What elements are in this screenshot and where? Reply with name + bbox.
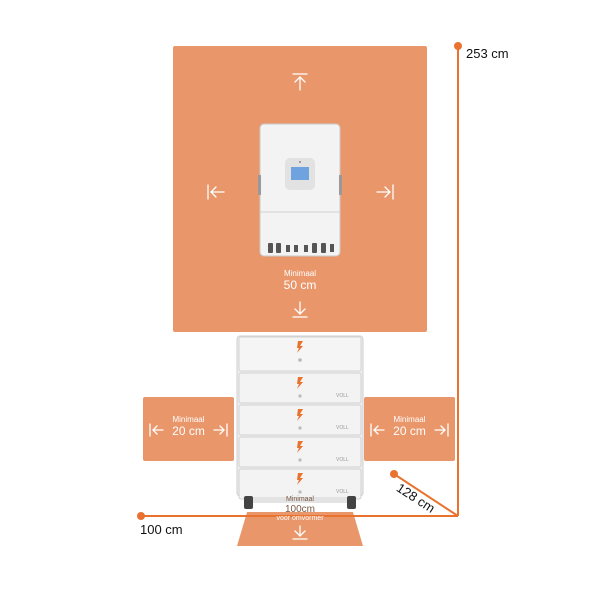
battery-brand-label: VOLL (336, 393, 349, 399)
clearance-front-label: Minimaal 100cm voor omvormer (250, 496, 350, 522)
arrow-right-to-line-icon (376, 184, 394, 200)
arrow-right-to-line-icon (434, 423, 449, 437)
battery-status-led (298, 358, 302, 362)
arrow-left-to-line-icon (149, 423, 164, 437)
arrow-up-to-line-icon (292, 73, 308, 91)
clearance-left-label-small: Minimaal (172, 415, 205, 424)
battery-stack: VOLL VOLL VOLL VOLL (236, 335, 364, 509)
clearance-front-label-value: 100cm (284, 503, 315, 515)
battery-brand-label: VOLL (336, 457, 349, 463)
lightning-bolt-icon (297, 473, 303, 485)
clearance-top-label-value: 50 cm (283, 277, 317, 292)
lightning-bolt-icon (297, 441, 303, 453)
lightning-bolt-icon (297, 341, 303, 353)
width-dimension-label: 100 cm (140, 522, 183, 537)
clearance-right-label-value: 20 cm (393, 423, 426, 438)
arrow-down-icon (292, 301, 308, 318)
clearance-top-label: Minimaal 50 cm (260, 269, 340, 292)
lightning-bolt-icon (297, 409, 303, 421)
wheel-left (244, 496, 253, 509)
battery-brand-label: VOLL (336, 489, 349, 495)
arrow-left-to-line-icon (207, 184, 225, 200)
arrow-right-to-line-icon (213, 423, 228, 437)
width-dimension-endpoint (137, 512, 145, 520)
battery-module (238, 404, 362, 436)
clearance-zone-right (364, 397, 455, 461)
battery-brand-label: VOLL (336, 425, 349, 431)
dimension-lines (137, 42, 462, 520)
arrow-left-to-line-icon (370, 423, 385, 437)
battery-status-led (298, 394, 302, 398)
inverter-display (291, 167, 309, 180)
depth-dimension-endpoint (390, 470, 398, 478)
arrow-down-icon (292, 525, 308, 540)
clearance-left-label: Minimaal 20 cm (143, 415, 234, 438)
clearance-arrows (149, 73, 449, 540)
battery-status-led (298, 426, 302, 430)
lightning-bolt-icon (297, 377, 303, 389)
inverter (258, 123, 342, 257)
clearance-left-label-value: 20 cm (172, 423, 205, 438)
battery-status-led (298, 458, 302, 462)
clearance-right-label-small: Minimaal (393, 415, 426, 424)
clearance-front-label-sub: voor omvormer (276, 514, 324, 522)
clearance-top-label-small: Minimaal (283, 269, 316, 278)
battery-module (238, 436, 362, 468)
wheel-right (347, 496, 356, 509)
clearance-front-label-small: Minimaal (285, 496, 314, 503)
battery-module (238, 372, 362, 404)
height-dimension-label: 253 cm (466, 46, 509, 61)
battery-status-led (298, 490, 302, 494)
clearance-right-label: Minimaal 20 cm (364, 415, 455, 438)
clearance-zone-left (143, 397, 234, 461)
depth-dimension-line (393, 473, 459, 517)
height-dimension-endpoint (454, 42, 462, 50)
